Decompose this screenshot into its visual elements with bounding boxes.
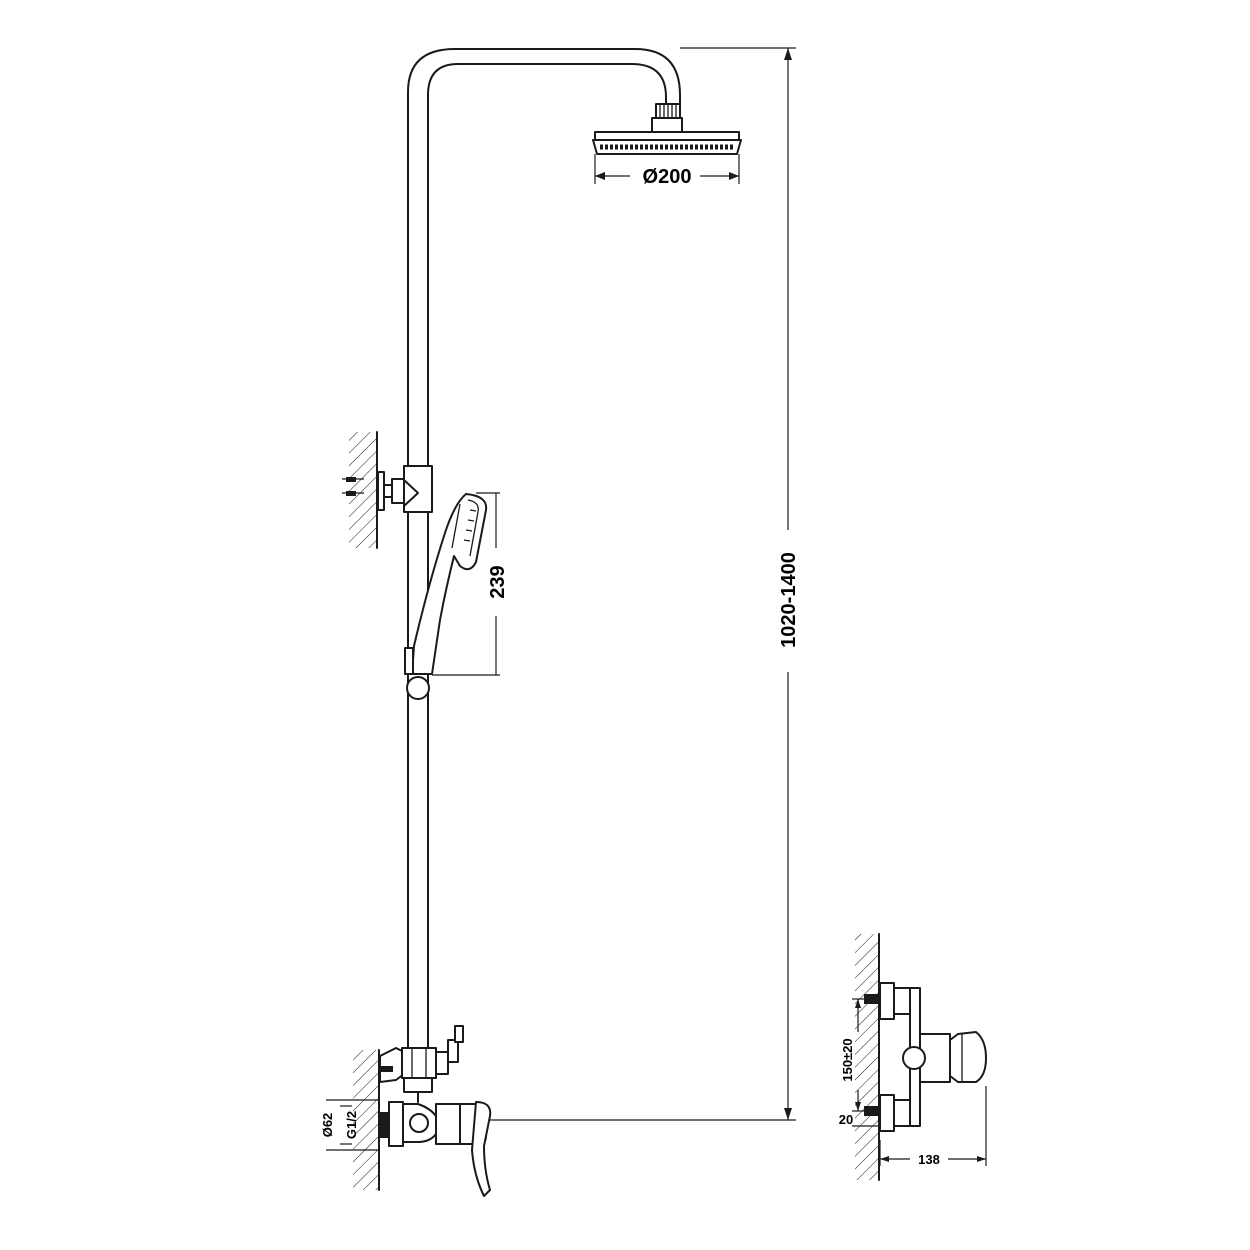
dim-hand-shower-label: 239 (487, 565, 509, 598)
valve-side-view (864, 982, 987, 1132)
mixer-body (378, 1101, 487, 1147)
dim-inlet-spacing (852, 998, 880, 1127)
dim-depth (879, 1086, 987, 1166)
diverter-valve (379, 1025, 464, 1103)
dim-depth-label: 138 (918, 1152, 940, 1167)
wall-upper (349, 431, 378, 549)
dim-connection (326, 1099, 379, 1151)
dim-head-diameter (594, 154, 740, 184)
wall-valve-side (855, 933, 880, 1181)
shower-head (592, 103, 742, 155)
dim-thread-label: G1/2 (344, 1111, 359, 1139)
mixer-lever[interactable] (471, 1101, 492, 1197)
hand-shower (404, 493, 488, 700)
dim-head-diameter-label: Ø200 (643, 166, 692, 188)
wall-bracket (342, 465, 433, 513)
dim-total-height (490, 47, 796, 1121)
dim-escutcheon-label: Ø62 (320, 1113, 335, 1138)
dim-total-height-label: 1020-1400 (778, 552, 800, 648)
riser-pipe (407, 48, 681, 1061)
dim-offset-label: 20 (839, 1112, 853, 1127)
dim-hand-shower (432, 492, 500, 676)
dim-inlet-spacing-label: 150±20 (840, 1038, 855, 1081)
